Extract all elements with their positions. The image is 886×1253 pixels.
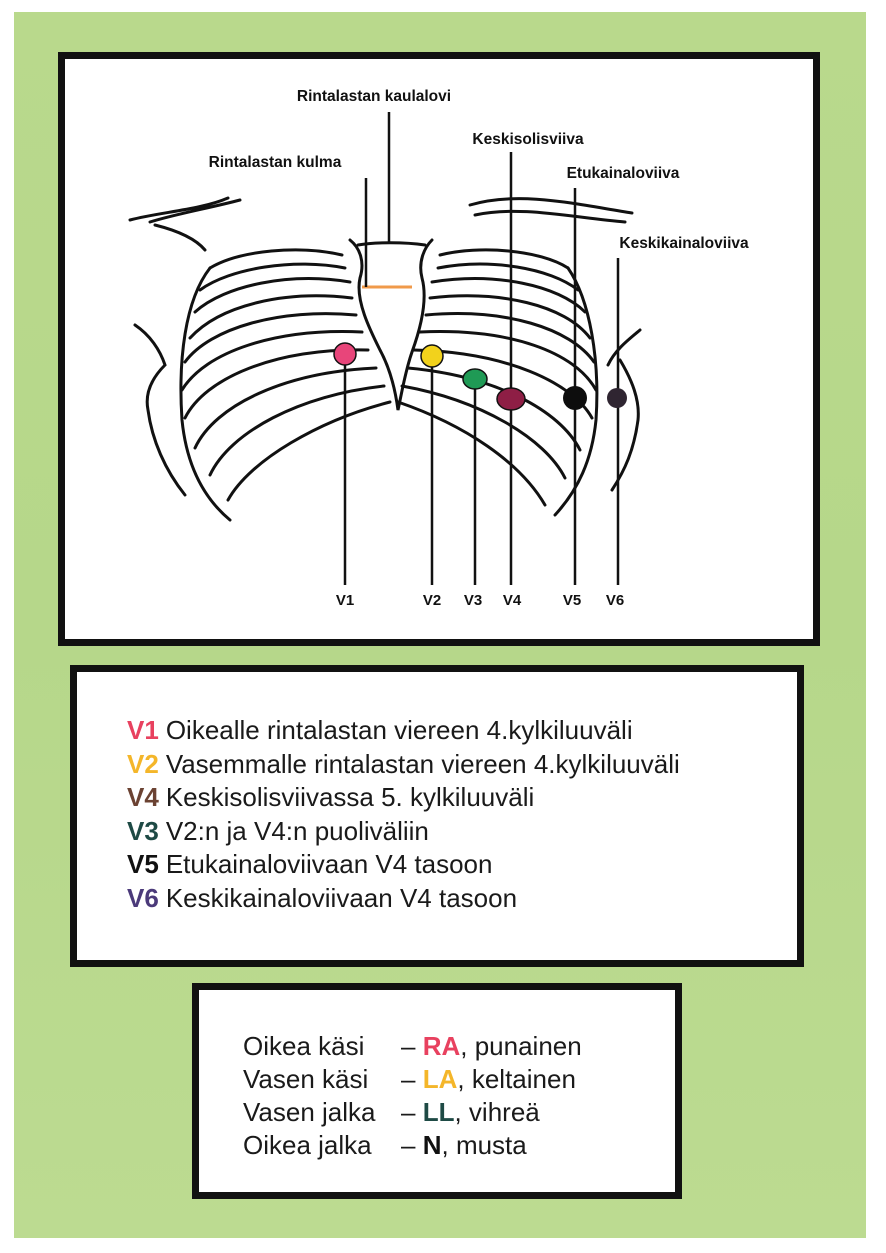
right-ribs <box>179 248 392 522</box>
electrode-description: V2:n ja V4:n puoliväliin <box>165 815 429 846</box>
v3-label: V3 <box>464 592 482 609</box>
electrode-v2 <box>420 344 444 368</box>
left-ribs <box>396 248 599 517</box>
right-clavicle <box>128 196 242 224</box>
electrode-code: V1 <box>127 715 159 745</box>
limb-name: Vasen jalka <box>243 1097 376 1127</box>
lead-code: LL <box>422 1097 455 1127</box>
limb-leads-panel: Oikea käsi– RA, punainen Vasen käsi– LA,… <box>192 983 682 1199</box>
suprasternal-notch-label: Rintalastan kaulalovi <box>297 88 451 105</box>
dash: – <box>401 1097 416 1127</box>
list-item: Oikea jalka– N, musta <box>243 1130 527 1160</box>
limb-name: Oikea jalka <box>243 1130 372 1160</box>
limb-name: Oikea käsi <box>243 1031 365 1061</box>
dash: – <box>401 1031 416 1061</box>
electrode-v6 <box>607 388 627 408</box>
electrode-code: V4 <box>127 782 159 812</box>
list-item: Oikea käsi– RA, punainen <box>243 1031 582 1061</box>
electrode-v1 <box>333 342 357 366</box>
dash: – <box>401 1130 416 1160</box>
electrode-description: Etukainaloviivaan V4 tasoon <box>165 849 493 879</box>
electrode-code: V6 <box>127 882 159 913</box>
chest-diagram-panel: Rintalastan kaulalovi Rintalastan kulma … <box>58 52 820 646</box>
v2-label: V2 <box>423 592 441 609</box>
midaxillary-label: Keskikainaloviiva <box>619 235 749 252</box>
lead-code: RA <box>422 1031 461 1061</box>
left-axilla <box>606 328 642 492</box>
electrode-v5 <box>563 386 587 410</box>
electrode-code: V2 <box>127 748 159 779</box>
limb-name: Vasen käsi <box>243 1064 369 1094</box>
lead-code: LA <box>422 1064 458 1094</box>
anterior-axillary-label: Etukainaloviiva <box>567 165 680 182</box>
electrode-code: V3 <box>127 815 159 846</box>
sternum-outline <box>348 238 434 411</box>
sternal-angle-label: Rintalastan kulma <box>209 154 342 171</box>
lead-color-name: punainen <box>474 1031 582 1061</box>
electrode-description: Vasemmalle rintalastan viereen 4.kylkilu… <box>165 748 680 779</box>
electrode-v4 <box>496 387 526 411</box>
electrode-description: Oikealle rintalastan viereen 4.kylkiluuv… <box>165 715 633 745</box>
electrode-description: Keskikainaloviivaan V4 tasoon <box>165 882 518 913</box>
v4-label: V4 <box>503 592 522 609</box>
lead-code: N <box>422 1130 442 1160</box>
lead-color-name: vihreä <box>468 1097 540 1127</box>
midclavicular-label: Keskisolisviiva <box>472 131 584 148</box>
electrode-v3 <box>462 368 488 390</box>
lead-color-name: musta <box>455 1130 527 1160</box>
list-item: Vasen käsi– LA, keltainen <box>243 1064 576 1094</box>
limb-leads-list: Oikea käsi– RA, punainen Vasen käsi– LA,… <box>243 1030 582 1162</box>
right-axilla <box>133 323 187 497</box>
v1-label: V1 <box>336 592 354 609</box>
list-item: Vasen jalka– LL, vihreä <box>243 1097 540 1127</box>
electrode-description: Keskisolisviivassa 5. kylkiluuväli <box>165 782 535 812</box>
lead-color-name: keltainen <box>471 1064 576 1094</box>
chest-diagram: Rintalastan kaulalovi Rintalastan kulma … <box>128 88 749 609</box>
v5-label: V5 <box>563 592 581 609</box>
electrode-code: V5 <box>127 849 159 879</box>
dash: – <box>401 1064 416 1094</box>
v6-label: V6 <box>606 592 624 609</box>
left-clavicle <box>468 197 634 224</box>
